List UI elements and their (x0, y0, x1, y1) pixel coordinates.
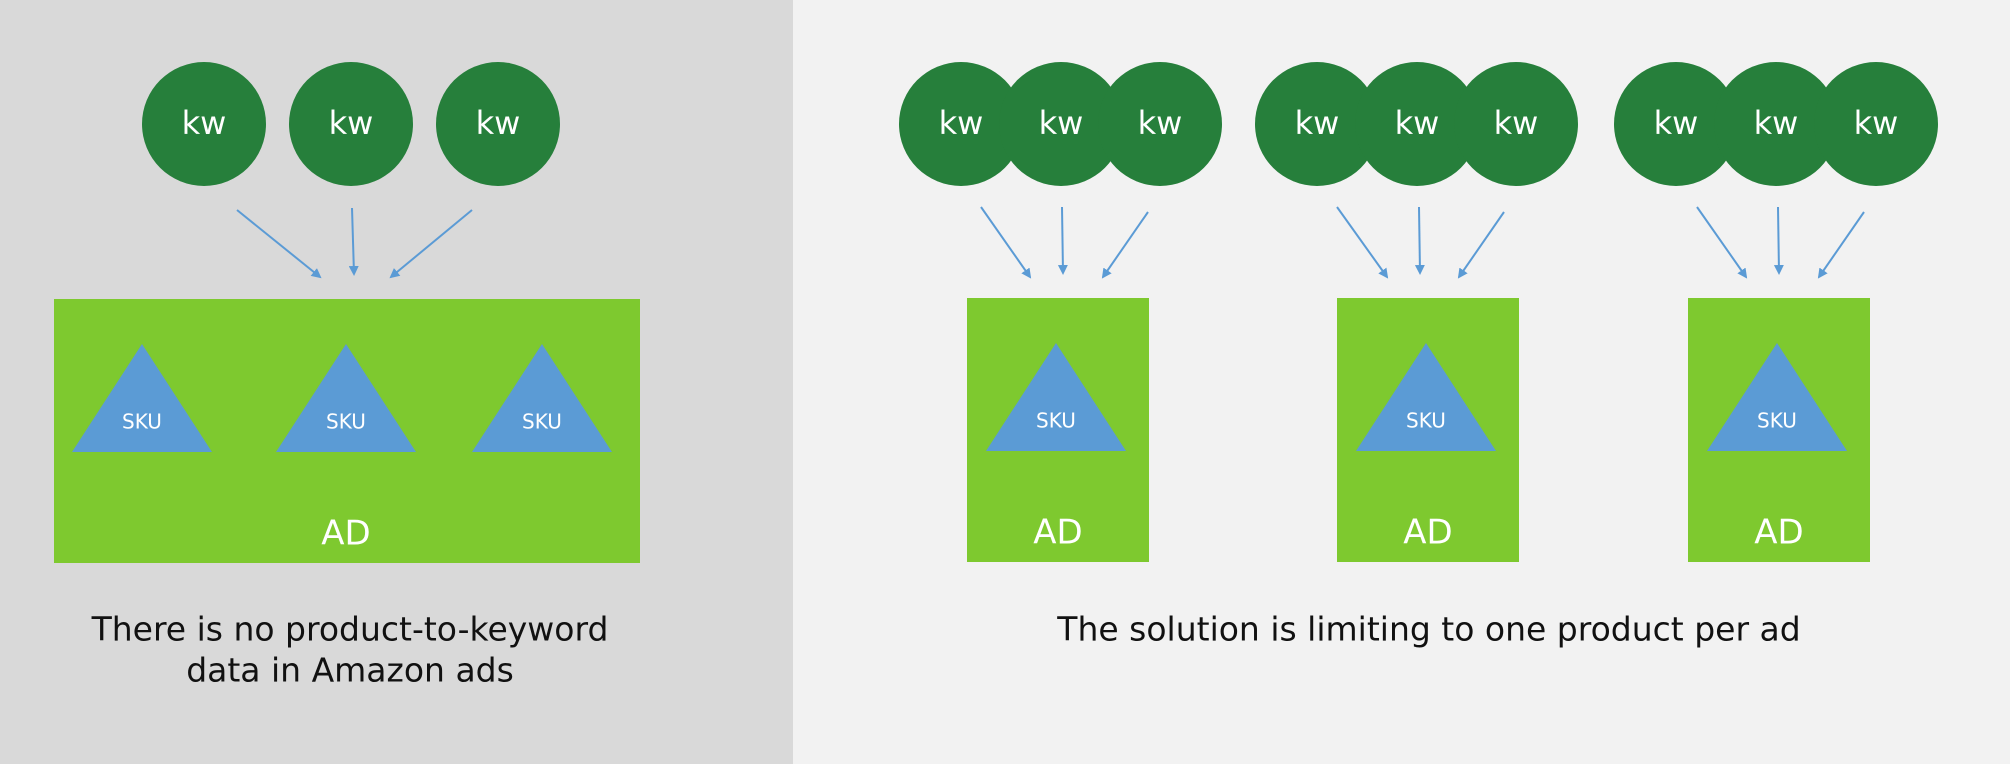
keyword-label: kw (182, 104, 227, 142)
keyword-circle (1098, 62, 1222, 186)
sku-triangle (472, 344, 612, 452)
keyword-node: kw (1814, 62, 1938, 186)
ad-label: AD (1403, 513, 1452, 553)
sku-node: SKU (72, 344, 212, 452)
keyword-node: kw (1098, 62, 1222, 186)
keyword-arrow (1101, 211, 1149, 279)
keyword-arrow (389, 209, 473, 279)
sku-triangle (986, 343, 1126, 451)
sku-triangle (1707, 343, 1847, 451)
sku-label: SKU (522, 409, 562, 433)
keyword-label: kw (329, 104, 374, 142)
keyword-node: kw (1255, 62, 1379, 186)
keyword-circle (1814, 62, 1938, 186)
keyword-arrow (348, 207, 359, 276)
keyword-label: kw (1295, 104, 1340, 142)
caption-line: data in Amazon ads (186, 651, 514, 690)
sku-label: SKU (326, 409, 366, 433)
sku-triangle (1356, 343, 1496, 451)
keyword-arrow (1414, 206, 1425, 275)
ad-label: AD (321, 514, 370, 554)
keyword-arrow (1773, 206, 1784, 275)
keyword-circle (899, 62, 1023, 186)
sku-node: SKU (1356, 343, 1496, 451)
keyword-label: kw (939, 104, 984, 142)
keyword-circle (436, 62, 560, 186)
keyword-label: kw (1138, 104, 1183, 142)
keyword-arrow (1817, 211, 1865, 279)
keyword-circle (1355, 62, 1479, 186)
keyword-circle (1454, 62, 1578, 186)
keyword-label: kw (1754, 104, 1799, 142)
keyword-arrow (1696, 206, 1748, 279)
sku-triangle (72, 344, 212, 452)
keyword-circle (1714, 62, 1838, 186)
keyword-arrow (1336, 206, 1389, 279)
sku-label: SKU (122, 409, 162, 433)
sku-node: SKU (986, 343, 1126, 451)
keyword-node: kw (1454, 62, 1578, 186)
sku-node: SKU (1707, 343, 1847, 451)
caption-line: There is no product-to-keyword (91, 610, 609, 649)
sku-triangle (276, 344, 416, 452)
keyword-label: kw (1395, 104, 1440, 142)
sku-label: SKU (1757, 408, 1797, 432)
sku-label: SKU (1406, 408, 1446, 432)
keyword-node: kw (142, 62, 266, 186)
keyword-circle (289, 62, 413, 186)
sku-node: SKU (276, 344, 416, 452)
keyword-label: kw (1039, 104, 1084, 142)
keyword-arrow (1457, 211, 1505, 279)
keyword-node: kw (436, 62, 560, 186)
sku-node: SKU (472, 344, 612, 452)
keyword-circle (1255, 62, 1379, 186)
ad-label: AD (1754, 513, 1803, 553)
keyword-circle (142, 62, 266, 186)
keyword-arrow (1057, 206, 1068, 275)
keyword-node: kw (1714, 62, 1838, 186)
keyword-arrow (980, 206, 1032, 279)
keyword-node: kw (899, 62, 1023, 186)
keyword-node: kw (1614, 62, 1738, 186)
caption-line: The solution is limiting to one product … (1056, 610, 1800, 649)
keyword-node: kw (289, 62, 413, 186)
keyword-node: kw (1355, 62, 1479, 186)
sku-label: SKU (1036, 408, 1076, 432)
keyword-label: kw (476, 104, 521, 142)
keyword-label: kw (1854, 104, 1899, 142)
ad-label: AD (1033, 513, 1082, 553)
keyword-arrow (236, 209, 322, 279)
keyword-node: kw (999, 62, 1123, 186)
keyword-circle (1614, 62, 1738, 186)
keyword-label: kw (1494, 104, 1539, 142)
keyword-circle (999, 62, 1123, 186)
keyword-label: kw (1654, 104, 1699, 142)
